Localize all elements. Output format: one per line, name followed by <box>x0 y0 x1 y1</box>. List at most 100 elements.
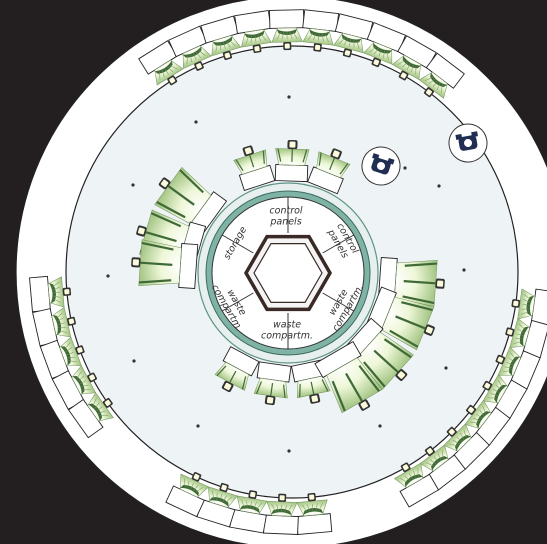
hub-divider <box>322 292 355 312</box>
robots-layer <box>361 123 488 186</box>
outer-grow-bay-foliage <box>244 30 265 39</box>
outer-grow-bay-21 <box>419 444 466 491</box>
marker-dot <box>462 268 466 272</box>
robot-1 <box>361 146 401 186</box>
outer-grow-bay-15 <box>511 288 547 326</box>
outer-grow-bay-foliage <box>72 375 85 395</box>
marker-dot <box>437 184 441 188</box>
inner-grow-bay-1 <box>274 139 310 183</box>
outer-grow-bay-plant <box>418 71 448 99</box>
outer-grow-bay-20 <box>443 423 490 470</box>
inner-grow-bay-10 <box>253 361 292 406</box>
outer-grow-bay-13 <box>51 365 97 410</box>
marker-dot <box>403 166 407 170</box>
outer-grow-bay-8 <box>391 35 437 81</box>
inner-bay-plant <box>138 239 182 286</box>
outer-grow-bay-14 <box>67 392 114 439</box>
bay-layer <box>29 9 547 535</box>
inner-grow-bay-2 <box>307 148 351 195</box>
marker-dot <box>444 366 448 370</box>
outer-grow-bay-9 <box>418 52 465 99</box>
outer-grow-bay-foliage <box>182 46 202 58</box>
outer-grow-bay-26 <box>196 482 238 528</box>
outer-grow-bay-foliage <box>476 411 491 429</box>
outer-grow-bay-plant <box>59 336 82 367</box>
hub-divider <box>221 234 254 254</box>
outer-grow-bay-foliage <box>373 42 393 54</box>
outer-grow-bay-foliage <box>430 72 448 88</box>
outer-grow-bay-foliage <box>88 403 103 422</box>
outer-grow-bay-foliage <box>239 505 260 514</box>
outer-grow-bay-foliage <box>276 28 298 36</box>
inner-bay-plant <box>297 375 331 399</box>
robot-sensor <box>377 162 385 170</box>
outer-grow-bay-plant <box>333 32 364 54</box>
outer-grow-bay-foliage <box>509 356 520 376</box>
robot-arm <box>387 158 395 165</box>
outer-grow-bay-plant <box>154 59 184 86</box>
outer-grow-bay-plant <box>71 365 97 395</box>
hub-divider <box>322 234 355 254</box>
outer-grow-bay-plant <box>391 54 421 80</box>
outer-grow-bay-0 <box>138 40 184 86</box>
outer-grow-bay-24 <box>263 493 299 535</box>
inner-grow-bay-11 <box>214 346 260 393</box>
outer-grow-bay-foliage <box>526 295 535 316</box>
outer-grow-bay-foliage <box>494 384 508 404</box>
hub-hexagon-inner <box>253 243 323 303</box>
outer-grow-bay-foliage <box>49 283 56 304</box>
inner-bay-cabinet <box>178 243 199 290</box>
robot-sensor <box>464 139 472 147</box>
outer-grow-bay-cabinet <box>269 9 305 29</box>
outer-grow-bay-plant <box>180 473 210 498</box>
outer-grow-bay-foliage <box>404 474 424 488</box>
marker-dot <box>132 359 136 363</box>
inner-bay-cabinet <box>274 164 309 183</box>
outer-grow-bay-foliage <box>309 29 330 37</box>
inner-grow-bay-12 <box>314 341 383 414</box>
outer-grow-bay-19 <box>464 399 511 446</box>
outer-grow-bay-foliage <box>60 346 71 366</box>
inner-grow-bay-0 <box>233 145 276 192</box>
outer-grow-bay-plant <box>363 41 393 65</box>
outer-grow-bay-11 <box>32 306 76 347</box>
outer-grow-bay-foliage <box>52 315 62 335</box>
outer-grow-bay-foliage <box>180 485 199 497</box>
outer-grow-bay-plant <box>211 35 242 57</box>
outer-grow-bay-cabinet <box>295 513 333 535</box>
marker-dot <box>378 424 382 428</box>
outer-grow-bay-7 <box>363 21 407 68</box>
marker-dot <box>287 449 291 453</box>
outer-grow-bay-plant <box>182 45 212 70</box>
hub-divider <box>221 292 254 312</box>
outer-grow-bay-cabinet <box>263 514 299 535</box>
outer-grow-bay-plant <box>87 392 114 422</box>
marker-dot <box>106 274 110 278</box>
hub-dividers <box>221 197 355 349</box>
marker-dot <box>131 183 135 187</box>
robot-arm <box>455 134 463 140</box>
outer-grow-bay-12 <box>39 336 85 380</box>
inner-grow-bay-5 <box>131 239 199 290</box>
outer-grow-bay-foliage <box>154 60 173 74</box>
outer-grow-bay-27 <box>165 472 210 518</box>
inner-bay-plant <box>253 377 288 399</box>
outer-grow-bay-2 <box>200 15 242 61</box>
outer-grow-bay-cabinet <box>302 9 340 32</box>
outer-grow-bay-foliage <box>431 456 449 471</box>
robot-arm <box>471 131 478 138</box>
outer-grow-bay-4 <box>269 9 305 51</box>
outer-grow-bay-18 <box>482 374 528 420</box>
outer-grow-bay-foliage <box>402 55 421 69</box>
marker-dot <box>287 95 291 99</box>
outer-grow-bay-foliage <box>209 497 229 507</box>
marker-dot <box>194 120 198 124</box>
inner-bay-plant <box>381 296 435 351</box>
outer-grow-bay-22 <box>394 462 440 508</box>
robot-arm <box>372 153 380 160</box>
